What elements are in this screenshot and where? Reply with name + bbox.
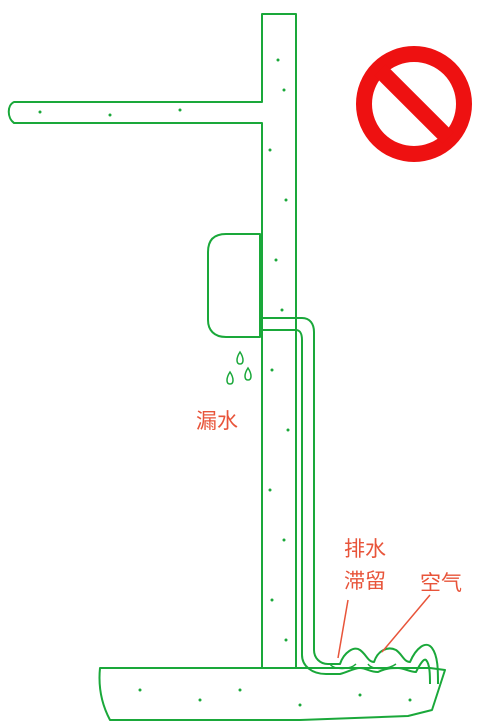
wall [7,13,297,669]
prohibition-sign-icon [356,46,472,162]
drain-retention-label-line2: 滞留 [344,569,386,593]
drain-pipe [260,317,439,685]
leak-label: 漏水 [196,409,238,433]
air-label: 空气 [420,571,462,595]
drain-retention-label-line1: 排水 [344,537,386,561]
floor-slab [98,667,446,721]
water-drop-icon [226,350,252,385]
trapped-water-2 [367,663,397,670]
trapped-water-1 [329,663,357,670]
indoor-ac-unit [207,233,261,338]
